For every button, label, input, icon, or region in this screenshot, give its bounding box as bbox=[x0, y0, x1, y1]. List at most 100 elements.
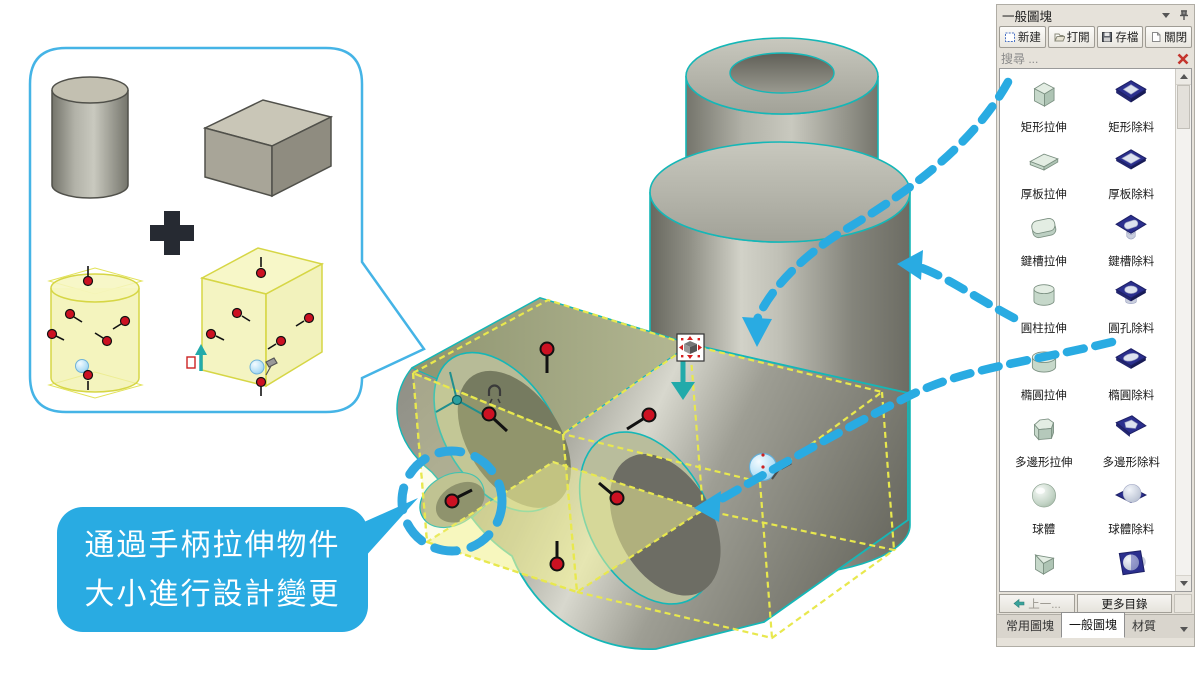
toolbar-button-label: 新建 bbox=[1017, 32, 1041, 44]
catalog-item-label: 球體除料 bbox=[1108, 524, 1155, 536]
annotation-arrowheads bbox=[694, 250, 923, 522]
catalog-item-label: 橢圓除料 bbox=[1108, 390, 1155, 402]
callout-ghost-cylinder bbox=[46, 266, 144, 399]
shapes-callout bbox=[28, 46, 426, 414]
tab-常用圖塊[interactable]: 常用圖塊 bbox=[1006, 619, 1055, 633]
keyseat-cut-icon bbox=[1113, 210, 1149, 251]
pin-icon[interactable] bbox=[1179, 9, 1189, 21]
catalog-item-label: 多邊形除料 bbox=[1102, 457, 1161, 469]
bubble-text-line2: 大小進行設計變更 bbox=[84, 577, 341, 611]
catalog-item[interactable]: 橢圓除料 bbox=[1088, 340, 1176, 407]
keyseat-extrude-icon bbox=[1026, 210, 1062, 251]
bubble-text-line1: 通過手柄拉伸物件 bbox=[84, 528, 341, 562]
toolbar-button-open[interactable]: 打開 bbox=[1047, 26, 1095, 48]
catalog-item-label: 多邊形拉伸 bbox=[1015, 457, 1073, 469]
catalog-item-label: 球體 bbox=[1032, 524, 1056, 536]
cylinder-extrude-icon bbox=[1026, 277, 1062, 318]
back-label: 上一... bbox=[1028, 598, 1061, 611]
rect-cut-icon bbox=[1113, 76, 1149, 117]
catalog-item-label: 矩形除料 bbox=[1108, 122, 1155, 134]
toolbar-button-close[interactable]: 關閉 bbox=[1145, 26, 1192, 48]
callout-box bbox=[202, 99, 334, 198]
footer-stub bbox=[1174, 594, 1192, 613]
catalog-item[interactable] bbox=[1000, 541, 1088, 591]
catalog-item[interactable]: 矩形拉伸 bbox=[1000, 72, 1088, 139]
catalog-title-bar: 一般圖塊 bbox=[997, 5, 1194, 25]
catalog-tabs: 常用圖塊一般圖塊材質 bbox=[997, 612, 1194, 638]
scrollbar-thumb[interactable] bbox=[1177, 85, 1190, 129]
catalog-item-label: 鍵槽除料 bbox=[1108, 256, 1155, 268]
model-small-hole bbox=[419, 471, 485, 529]
cube-extrude-icon bbox=[1026, 76, 1062, 117]
sphere-hole-cut-icon bbox=[1113, 545, 1149, 586]
toolbar-button-new[interactable]: 新建 bbox=[999, 26, 1046, 48]
polygon-cut-icon bbox=[1113, 411, 1149, 452]
catalog-item[interactable]: 多邊形除料 bbox=[1088, 407, 1176, 474]
toolbar-button-save[interactable]: 存檔 bbox=[1096, 26, 1144, 48]
triball-tool[interactable] bbox=[748, 452, 778, 482]
search-placeholder: 搜尋 ... bbox=[1001, 52, 1039, 66]
catalog-item[interactable] bbox=[1088, 541, 1176, 591]
catalog-item[interactable]: 球體 bbox=[1000, 474, 1088, 541]
close-icon bbox=[1150, 31, 1162, 43]
catalog-item-label: 橢圓拉伸 bbox=[1020, 390, 1067, 402]
catalog-list: 矩形拉伸 矩形除料厚板拉伸 厚板除料鍵槽拉伸鍵槽除料圓柱拉伸圓孔除料橢圓拉伸 橢圓除料… bbox=[999, 68, 1192, 592]
open-icon bbox=[1053, 31, 1065, 43]
panel-toolbar: 新建 打開 存檔關閉 bbox=[997, 25, 1194, 49]
catalog-item[interactable]: 鍵槽拉伸 bbox=[1000, 206, 1088, 273]
scroll-down-icon[interactable] bbox=[1176, 575, 1191, 591]
resize-handles[interactable] bbox=[444, 341, 657, 572]
red-x-icon[interactable] bbox=[1176, 52, 1190, 66]
new-icon bbox=[1004, 31, 1016, 43]
back-button[interactable]: 上一... bbox=[999, 594, 1075, 613]
catalog-item[interactable]: 圓孔除料 bbox=[1088, 273, 1176, 340]
snap-anchor-icon bbox=[487, 384, 502, 404]
slab-cut-icon bbox=[1113, 143, 1149, 184]
catalog-item[interactable]: 矩形除料 bbox=[1088, 72, 1176, 139]
ellipse-cut-icon bbox=[1113, 344, 1149, 385]
catalog-grid: 矩形拉伸 矩形除料厚板拉伸 厚板除料鍵槽拉伸鍵槽除料圓柱拉伸圓孔除料橢圓拉伸 橢圓除料… bbox=[1000, 69, 1175, 591]
catalog-item[interactable]: 橢圓拉伸 bbox=[1000, 340, 1088, 407]
catalog-panel: 一般圖塊 新建 打開 存檔關閉 搜尋 ... 矩形拉伸 矩形除料厚板拉伸 厚板除料鍵槽拉… bbox=[996, 4, 1195, 647]
catalog-item[interactable]: 鍵槽除料 bbox=[1088, 206, 1176, 273]
sizebox-icon[interactable] bbox=[676, 333, 705, 362]
toolbar-button-label: 存檔 bbox=[1115, 32, 1139, 44]
sizebox-wireframe-1[interactable] bbox=[410, 298, 706, 594]
polygon-extrude-icon bbox=[1026, 411, 1062, 452]
catalog-item[interactable]: 厚板拉伸 bbox=[1000, 139, 1088, 206]
callout-ghost-box bbox=[186, 247, 325, 396]
sphere-icon bbox=[1026, 478, 1062, 519]
dropdown-arrow-icon[interactable] bbox=[1162, 12, 1170, 18]
extrude-arrow[interactable] bbox=[671, 352, 695, 400]
save-icon bbox=[1101, 31, 1113, 43]
tab-材質[interactable]: 材質 bbox=[1132, 619, 1157, 633]
catalog-item-label: 厚板拉伸 bbox=[1020, 189, 1067, 201]
scrollbar[interactable] bbox=[1175, 69, 1191, 591]
tabs-dropdown-icon[interactable] bbox=[1180, 627, 1188, 632]
catalog-item-label: 厚板除料 bbox=[1108, 189, 1155, 201]
vertex-handle[interactable] bbox=[435, 371, 483, 415]
sphere-cut-icon bbox=[1113, 478, 1149, 519]
catalog-item[interactable]: 圓柱拉伸 bbox=[1000, 273, 1088, 340]
catalog-item-label: 矩形拉伸 bbox=[1020, 122, 1067, 134]
model-upper-hole bbox=[433, 351, 571, 513]
search-input[interactable]: 搜尋 ... bbox=[997, 49, 1194, 68]
sizebox-wireframe-2[interactable] bbox=[562, 343, 897, 640]
callout-cylinder bbox=[51, 76, 129, 199]
slab-extrude-icon bbox=[1026, 143, 1062, 184]
model-front-hole bbox=[578, 431, 721, 605]
scroll-up-icon[interactable] bbox=[1176, 69, 1191, 85]
catalog-item-label: 圓孔除料 bbox=[1108, 323, 1155, 335]
catalog-item[interactable]: 厚板除料 bbox=[1088, 139, 1176, 206]
more-label: 更多目錄 bbox=[1101, 598, 1148, 611]
panel-footer: 上一... 更多目錄 bbox=[997, 592, 1194, 614]
toolbar-button-label: 打開 bbox=[1066, 32, 1090, 44]
more-catalogs-button[interactable]: 更多目錄 bbox=[1077, 594, 1172, 613]
plus-sign bbox=[150, 211, 194, 255]
catalog-item[interactable]: 多邊形拉伸 bbox=[1000, 407, 1088, 474]
back-arrow-icon bbox=[1013, 598, 1025, 609]
model-body[interactable] bbox=[396, 37, 911, 651]
pin-tool-icon bbox=[771, 457, 792, 480]
catalog-item[interactable]: 球體除料 bbox=[1088, 474, 1176, 541]
tab-一般圖塊[interactable]: 一般圖塊 bbox=[1061, 612, 1126, 638]
